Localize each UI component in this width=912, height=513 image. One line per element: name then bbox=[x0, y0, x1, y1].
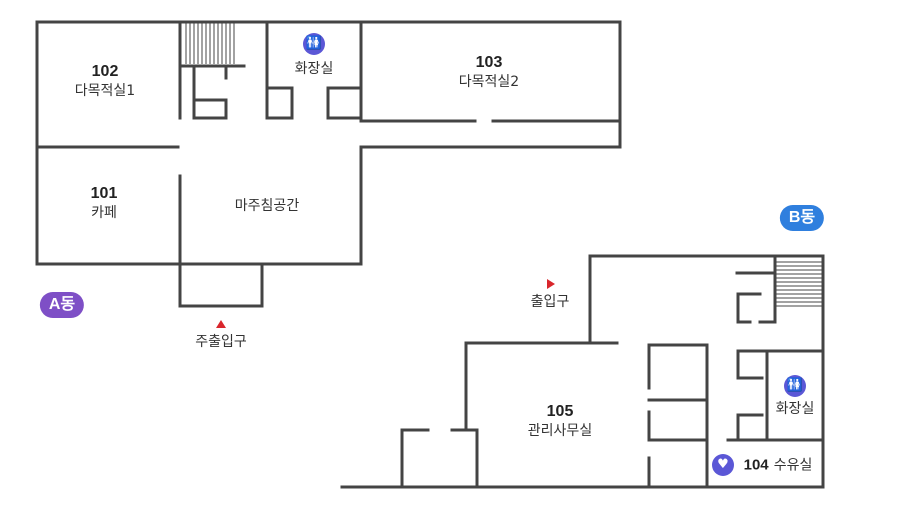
building-a-badge: A동 bbox=[39, 292, 85, 318]
room-103-label: 103 다목적실2 bbox=[459, 53, 519, 91]
restroom-b-label: 화장실 bbox=[775, 401, 815, 417]
room-number: 102 bbox=[91, 63, 119, 80]
room-name: 관리사무실 bbox=[527, 423, 593, 439]
room-number: 101 bbox=[90, 185, 118, 202]
room-name: 다목적실1 bbox=[74, 83, 136, 99]
nursing-icon: ♥ bbox=[712, 454, 734, 476]
stairs-icon bbox=[185, 22, 235, 64]
entrance-label: 출입구 bbox=[530, 294, 570, 310]
room-name: 수유실 bbox=[773, 457, 813, 474]
room-105-label: 105 관리사무실 bbox=[528, 402, 592, 440]
room-102-label: 102 다목적실1 bbox=[75, 62, 135, 100]
building-b-outline bbox=[340, 254, 825, 489]
restroom-icon: 🚻 bbox=[784, 375, 806, 397]
room-number: 103 bbox=[475, 54, 503, 71]
room-name: 카페 bbox=[91, 205, 117, 221]
room-101-label: 101 카페 bbox=[91, 184, 118, 222]
main-entrance-label: 주출입구 bbox=[195, 334, 247, 350]
building-a-outline bbox=[35, 20, 622, 266]
entrance-arrow-icon bbox=[547, 279, 555, 289]
room-name: 다목적실2 bbox=[458, 74, 520, 90]
stairs-icon bbox=[775, 261, 822, 307]
restroom-icon: 🚻 bbox=[303, 33, 325, 55]
room-104-label: 104 수유실 bbox=[744, 455, 813, 476]
building-b-badge: B동 bbox=[779, 205, 825, 231]
restroom-a-label: 화장실 bbox=[294, 61, 334, 77]
lounge-label: 마주침공간 bbox=[234, 198, 300, 214]
room-number: 104 bbox=[743, 456, 769, 474]
entrance-arrow-icon bbox=[216, 320, 226, 328]
room-number: 105 bbox=[546, 403, 574, 420]
